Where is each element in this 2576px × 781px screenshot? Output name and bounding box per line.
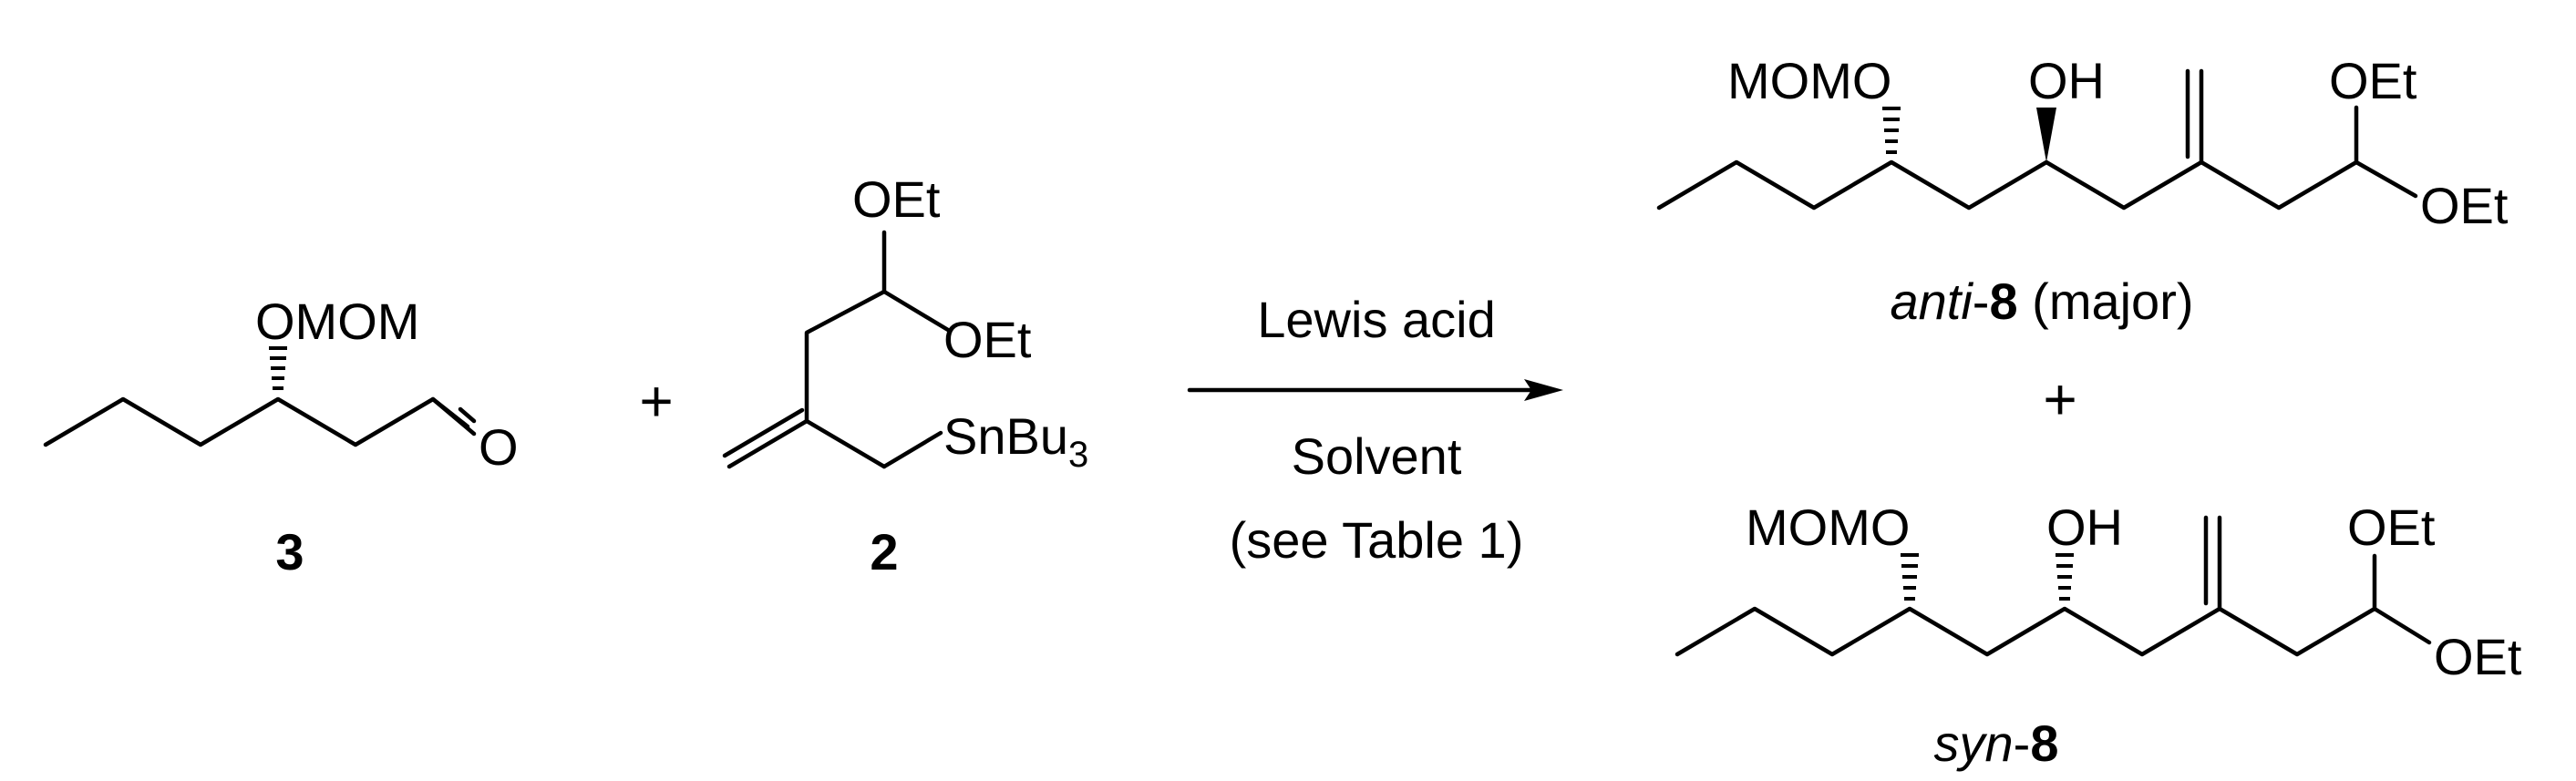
oet-bottom-label: OEt (2434, 628, 2522, 685)
plus-sign-reactants: + (639, 368, 673, 434)
anti-8-caption: anti-8 (major) (1891, 272, 2194, 330)
compound-3: OMOM O 3 (43, 293, 519, 581)
syn-8-product: MOMO OH OEt OEt syn-8 (1674, 498, 2522, 772)
compound-number-3: 3 (275, 523, 304, 581)
reaction-arrow: Lewis acid Solvent (see Table 1) (1187, 291, 1563, 569)
oh-label: OH (2028, 52, 2105, 109)
carbonyl-oxygen-label: O (479, 418, 519, 476)
omom-label: OMOM (255, 293, 419, 350)
compound-2: OEt OEt SnBu3 2 (722, 170, 1088, 581)
oh-label: OH (2046, 498, 2123, 556)
oet-top-label: OEt (2347, 498, 2436, 556)
hashed-bond (1901, 553, 1919, 601)
momo-label: MOMO (1727, 52, 1891, 109)
hashed-bond (2056, 553, 2074, 601)
momo-label: MOMO (1746, 498, 1910, 556)
oet-top-label: OEt (2329, 52, 2417, 109)
oet-bottom-label: OEt (2420, 177, 2509, 234)
plus-sign-products: + (2043, 366, 2076, 432)
syn-8-caption: syn-8 (1934, 714, 2059, 772)
see-table-label: (see Table 1) (1230, 511, 1524, 569)
hashed-bond (1882, 107, 1901, 154)
hashed-bond (269, 346, 287, 390)
compound-number-2: 2 (870, 523, 898, 581)
anti-8-product: MOMO OH OEt OEt anti-8 (major) (1656, 52, 2509, 330)
wedge-bond (2036, 108, 2056, 162)
oet-top-label: OEt (852, 170, 941, 228)
lewis-acid-label: Lewis acid (1257, 291, 1495, 348)
solvent-label: Solvent (1292, 427, 1462, 485)
oet-bottom-label: OEt (943, 311, 1032, 368)
tributyltin-label: SnBu3 (943, 407, 1088, 475)
